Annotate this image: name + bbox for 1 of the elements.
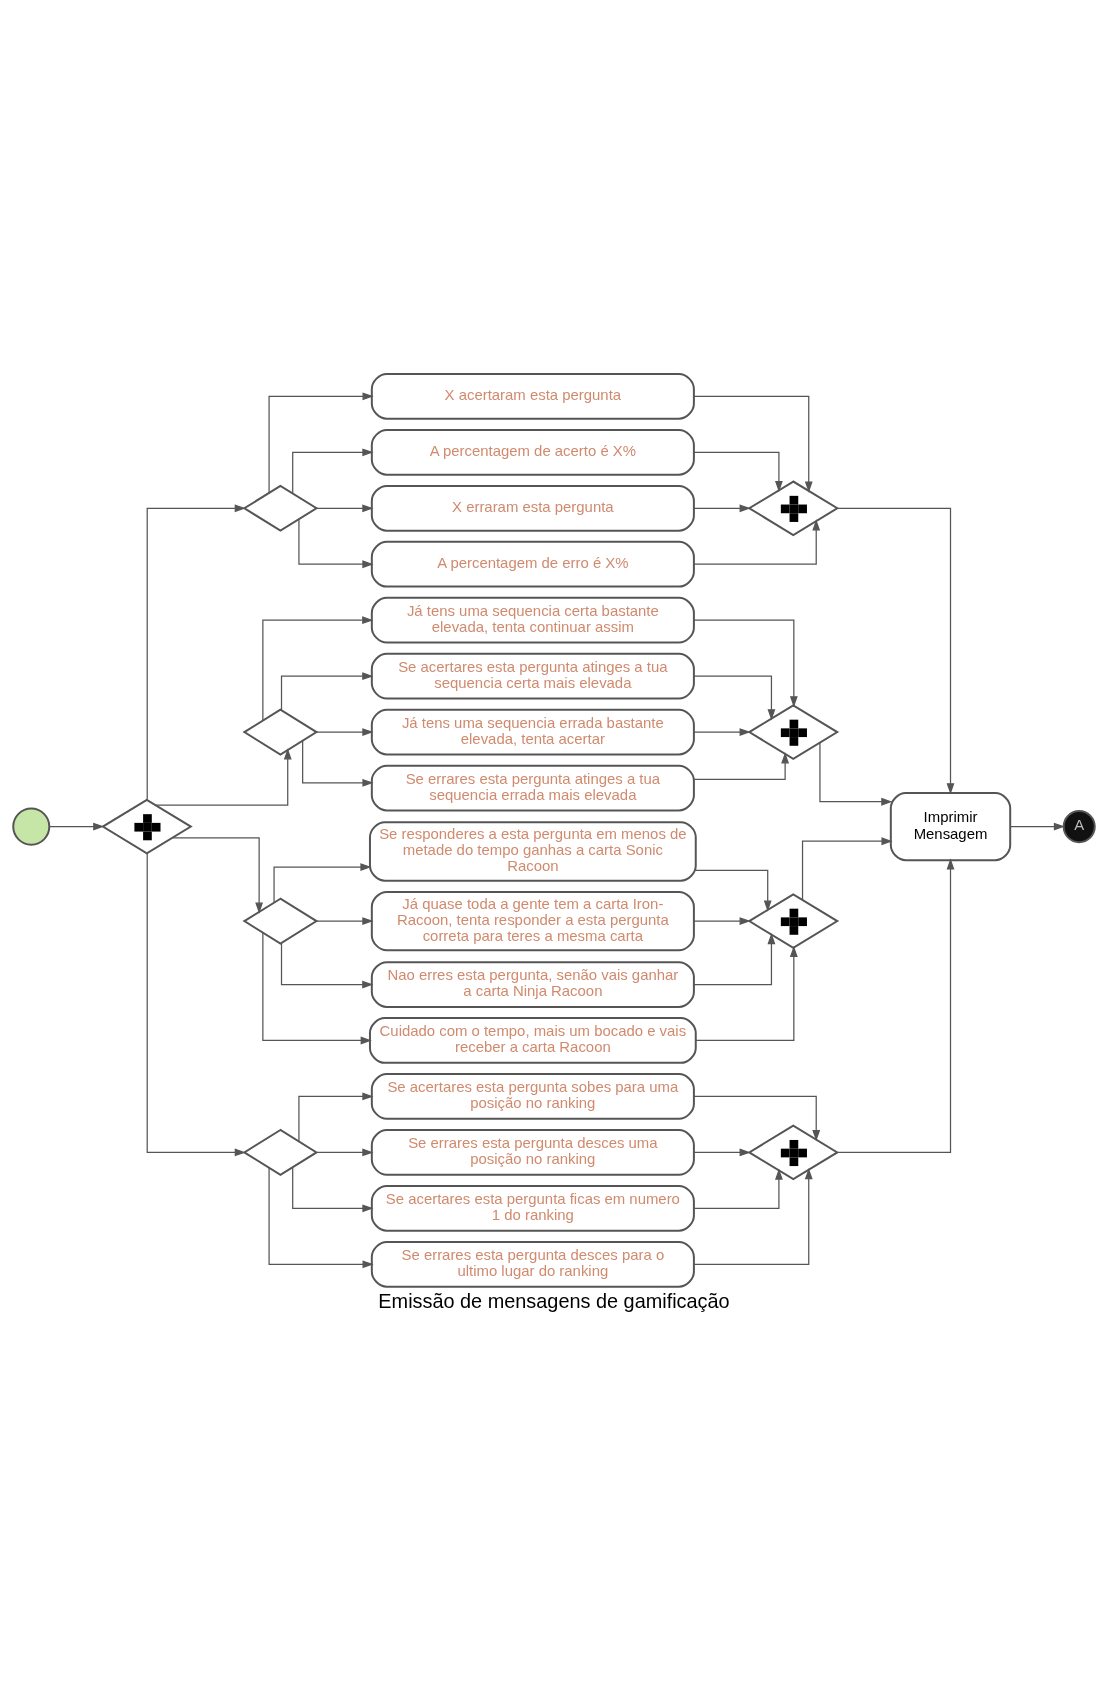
diagram-title: Emissão de mensagens de gamificação (378, 1289, 730, 1312)
